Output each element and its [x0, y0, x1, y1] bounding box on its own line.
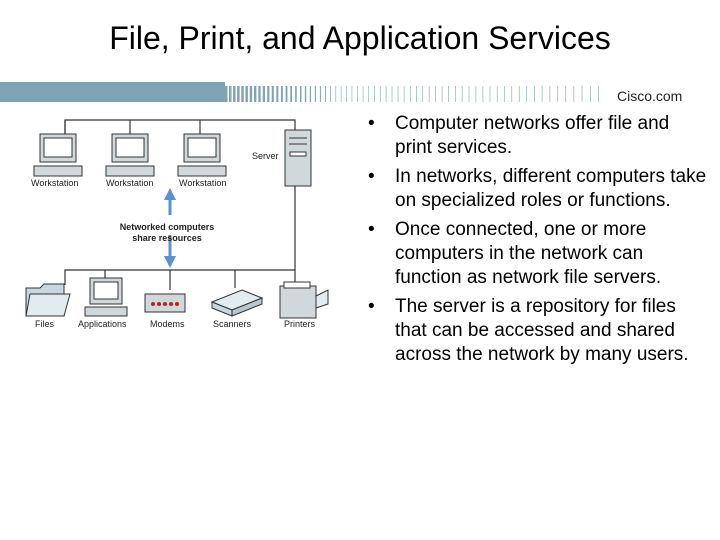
server-label: Server — [252, 151, 279, 161]
server-icon — [284, 129, 312, 187]
up-arrow-icon — [164, 188, 176, 215]
center-label-line-1: Networked computers — [120, 222, 215, 232]
slide-title: File, Print, and Application Services — [109, 20, 611, 56]
modem-icon — [144, 293, 186, 313]
down-arrow-icon — [164, 235, 176, 268]
workstation-label: Workstation — [179, 178, 226, 188]
bullet-list: Computer networks offer file and print s… — [362, 112, 707, 372]
header-bar — [0, 82, 599, 102]
bullet-item: The server is a repository for files tha… — [362, 295, 707, 367]
center-label-line-2: share resources — [132, 233, 202, 243]
scanner-icon — [210, 289, 264, 317]
workstation-icon — [33, 133, 83, 177]
cisco-logo-text: Cisco.com — [617, 88, 683, 104]
bullet-item: Computer networks offer file and print s… — [362, 112, 707, 160]
workstation-icon — [105, 133, 155, 177]
applications-label: Applications — [78, 319, 127, 329]
printers-label: Printers — [284, 319, 316, 329]
workstation-label: Workstation — [31, 178, 78, 188]
folder-icon — [25, 283, 71, 317]
modems-label: Modems — [150, 319, 185, 329]
network-diagram: Server Workstation Workstation Workstati… — [25, 119, 329, 329]
workstation-icon — [177, 133, 227, 177]
network-lines — [64, 119, 296, 290]
bullet-item: In networks, different computers take on… — [362, 165, 707, 213]
scanners-label: Scanners — [213, 319, 252, 329]
bullet-item: Once connected, one or more computers in… — [362, 218, 707, 290]
workstation-label: Workstation — [106, 178, 153, 188]
printer-icon — [279, 281, 329, 319]
files-label: Files — [35, 319, 55, 329]
application-computer-icon — [84, 277, 128, 317]
